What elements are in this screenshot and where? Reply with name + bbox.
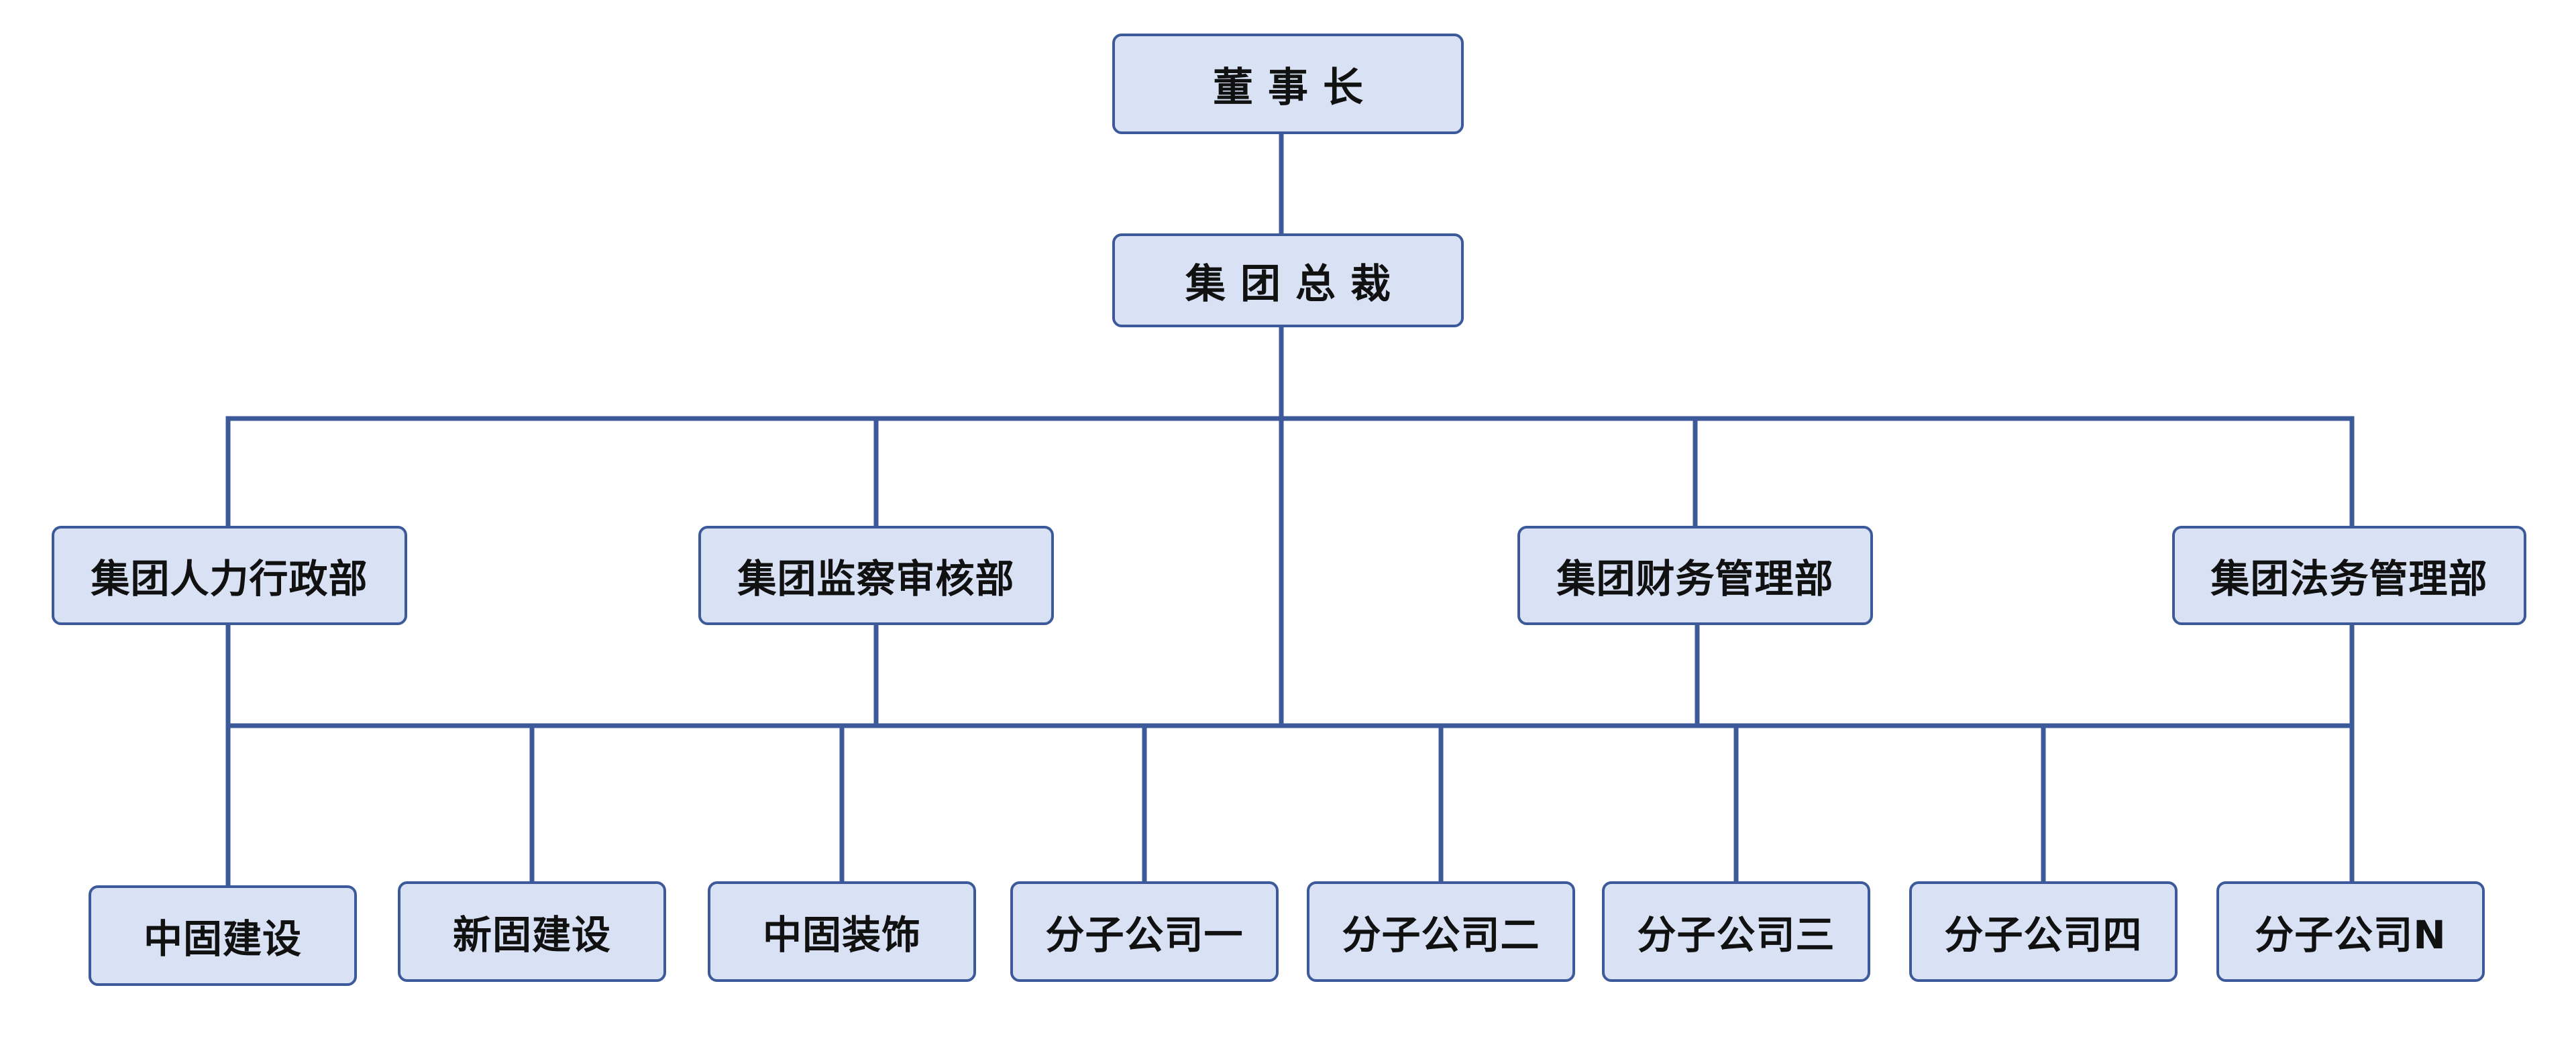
node-subsidiary: 分子公司二 (1307, 881, 1575, 982)
node-chairman: 董事长 (1112, 34, 1464, 134)
node-subsidiary: 分子公司N (2216, 881, 2485, 982)
node-president: 集团总裁 (1112, 233, 1464, 327)
node-dept-finance: 集团财务管理部 (1517, 526, 1873, 625)
node-subsidiary: 新固建设 (398, 881, 666, 982)
node-subsidiary: 分子公司三 (1602, 881, 1870, 982)
connector-group (225, 131, 2355, 888)
node-dept-hr-admin: 集团人力行政部 (52, 526, 407, 625)
node-subsidiary: 中固建设 (89, 885, 357, 986)
node-subsidiary: 分子公司四 (1909, 881, 2178, 982)
node-subsidiary: 中固装饰 (708, 881, 976, 982)
node-dept-legal: 集团法务管理部 (2172, 526, 2526, 625)
node-dept-audit: 集团监察审核部 (698, 526, 1054, 625)
node-subsidiary: 分子公司一 (1010, 881, 1279, 982)
